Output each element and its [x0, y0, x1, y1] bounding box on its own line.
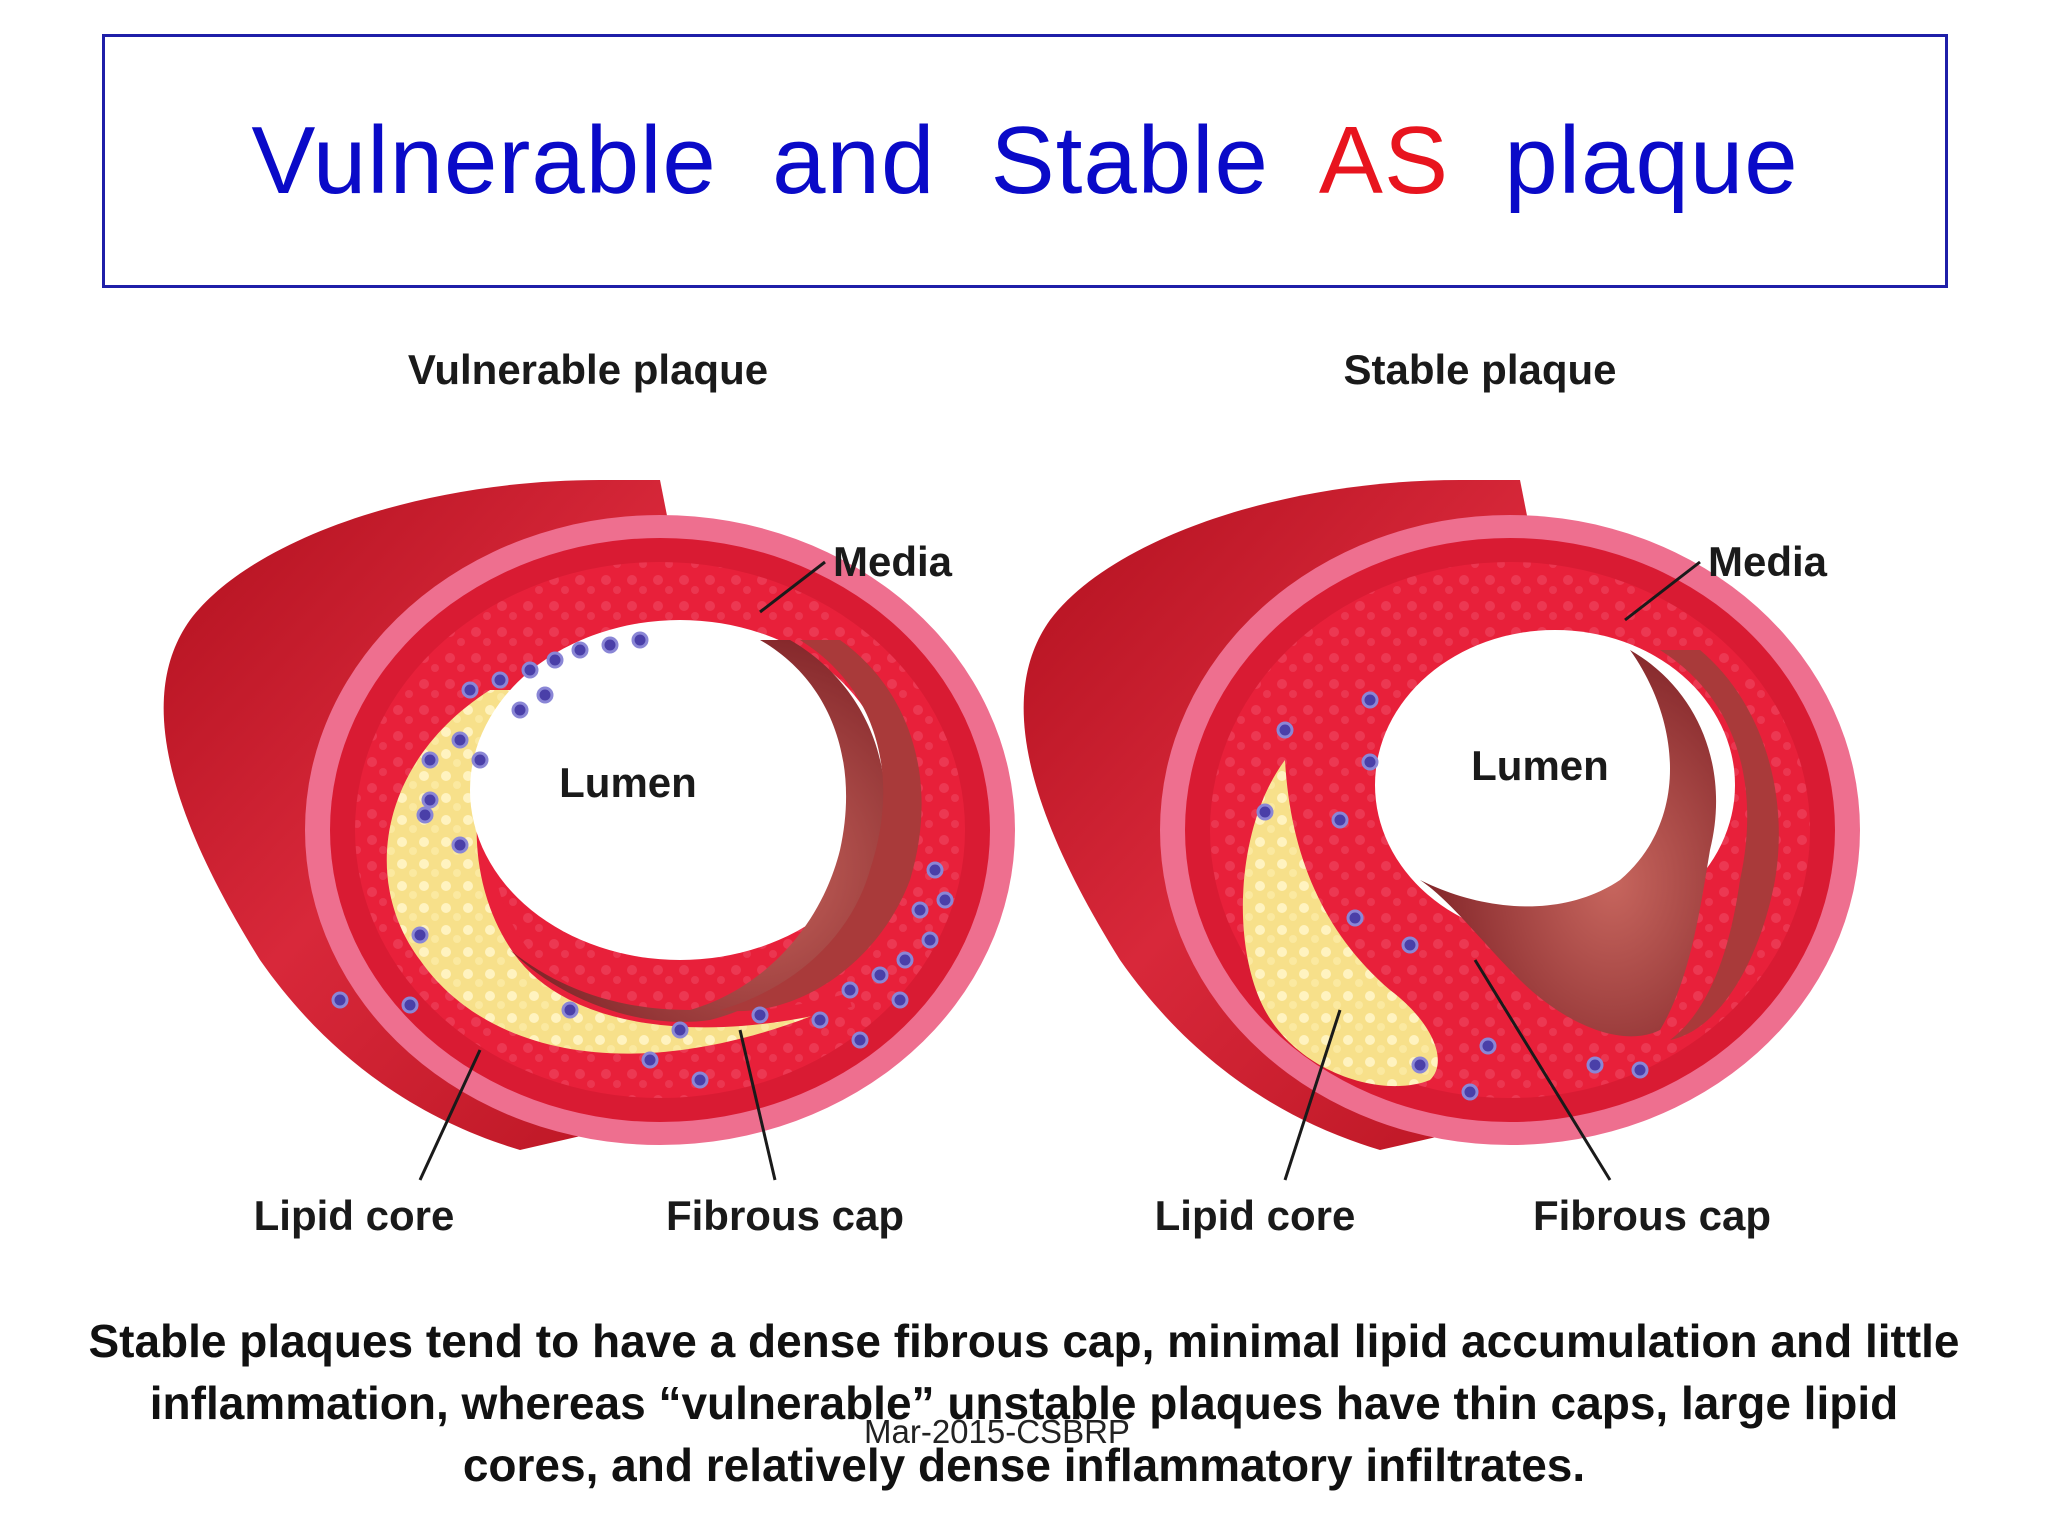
inflammatory-cells-vulnerable: [331, 631, 954, 1089]
title-text-part1: Vulnerable and Stable: [251, 107, 1319, 214]
title-accent-text: AS: [1318, 107, 1449, 214]
footer-text: Mar-2015-CSBRP: [864, 1413, 1130, 1450]
lumen-label-stable: Lumen: [1471, 742, 1609, 789]
vulnerable-heading: Vulnerable plaque: [408, 346, 768, 393]
fibrous-cap-label-vulnerable: Fibrous cap: [666, 1192, 904, 1239]
lipid-core-vulnerable: [386, 690, 850, 1054]
stable-heading: Stable plaque: [1343, 346, 1616, 393]
plaque-diagram: Vulnerable plaque: [163, 346, 1860, 1239]
lumen-vulnerable: [470, 620, 890, 960]
slide-title: Vulnerable and Stable AS plaque: [251, 106, 1798, 216]
media-label-stable: Media: [1708, 538, 1828, 585]
stable-plaque-illustration: Stable plaque Media Lumen Lipid core Fib…: [1023, 346, 1860, 1239]
title-text-part2: plaque: [1448, 107, 1799, 214]
title-box: Vulnerable and Stable AS plaque: [102, 34, 1948, 288]
lipid-core-label-stable: Lipid core: [1155, 1192, 1356, 1239]
lumen-label-vulnerable: Lumen: [559, 759, 697, 806]
lipid-core-stable: [1242, 760, 1438, 1087]
lipid-core-label-vulnerable: Lipid core: [254, 1192, 455, 1239]
fibrous-cap-label-stable: Fibrous cap: [1533, 1192, 1771, 1239]
vulnerable-plaque-illustration: Vulnerable plaque: [163, 346, 1015, 1239]
inflammatory-cells-stable: [1256, 691, 1649, 1101]
media-label-vulnerable: Media: [833, 538, 953, 585]
caption-text: Stable plaques tend to have a dense fibr…: [88, 1315, 1960, 1491]
